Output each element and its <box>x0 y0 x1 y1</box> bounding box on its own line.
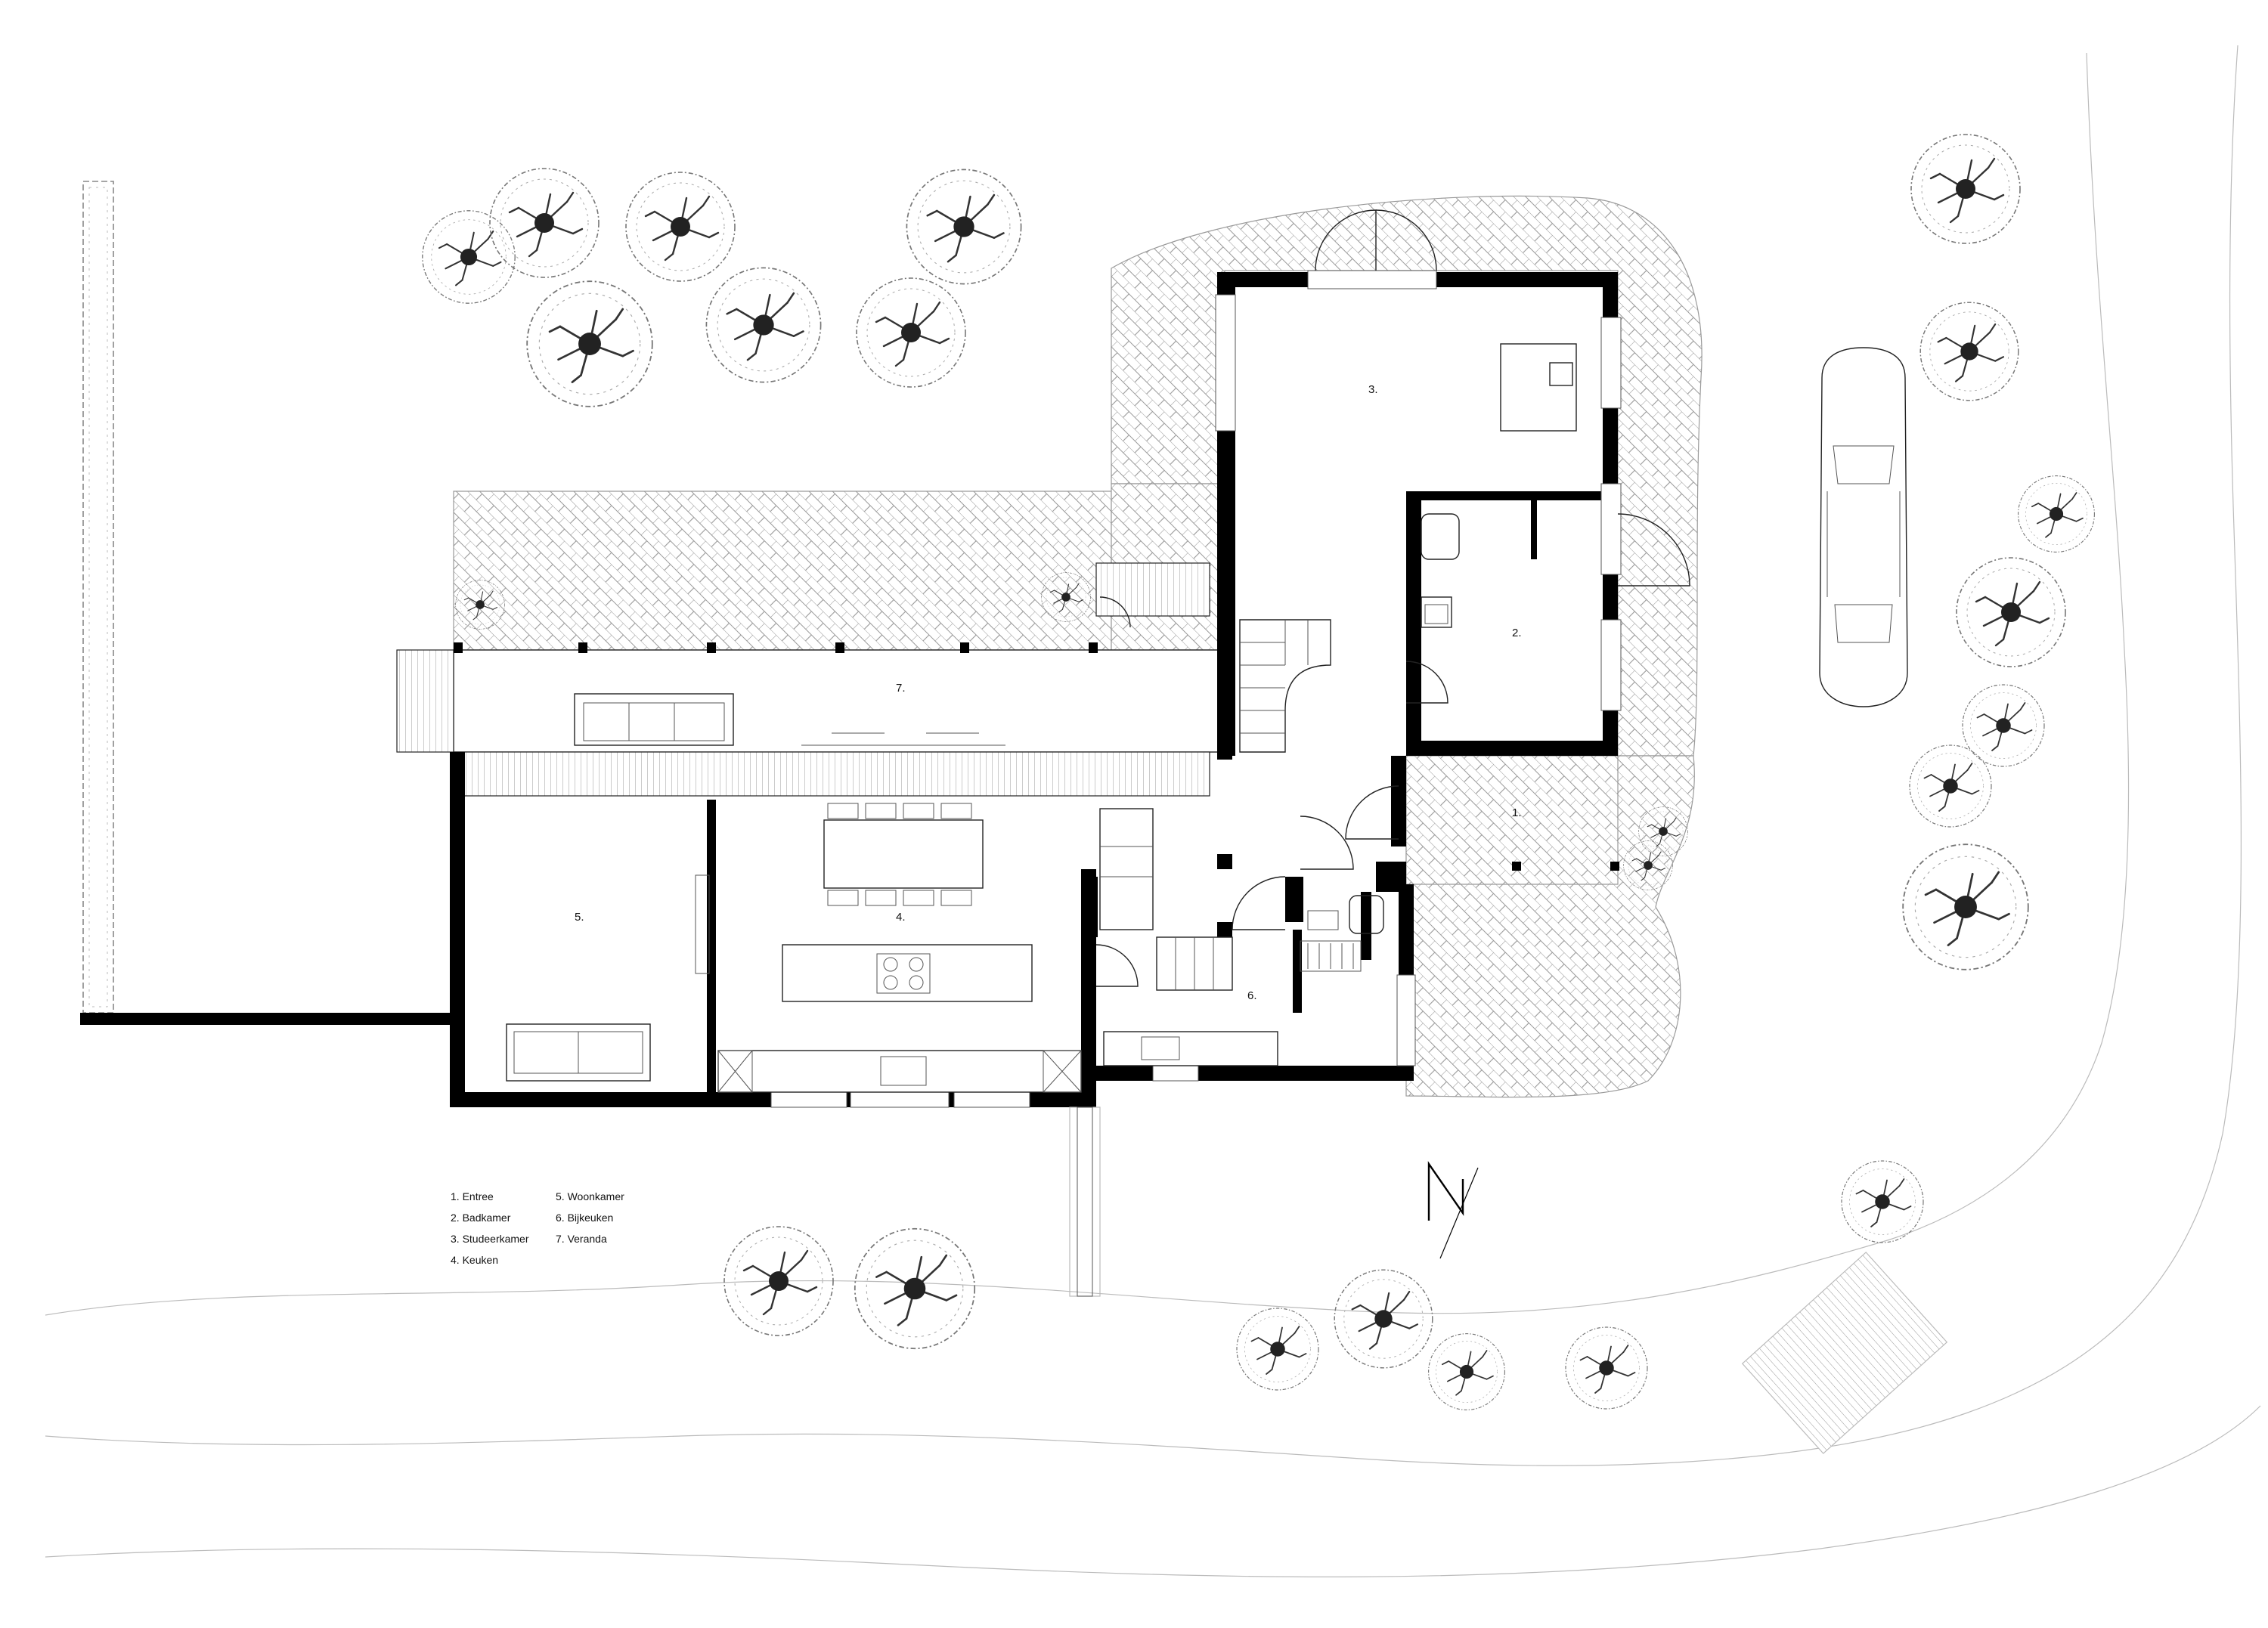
tree-icon <box>624 171 736 283</box>
tree-icon <box>1334 1269 1433 1369</box>
living-sofa <box>506 1023 651 1082</box>
windows <box>770 270 1622 1108</box>
garden-path <box>1069 1106 1948 1454</box>
tree-icon <box>705 267 822 383</box>
room-label-studeerkamer: 3. <box>1368 383 1378 396</box>
car-icon <box>1819 347 1908 707</box>
room-label-keuken: 4. <box>896 911 906 924</box>
tree-icon <box>2017 475 2096 553</box>
veranda-sofa <box>574 693 734 746</box>
room-label-bijkeuken: 6. <box>1247 989 1257 1002</box>
bathroom-fixtures <box>1307 513 1460 934</box>
legend-item: 2. Badkamer <box>451 1212 511 1224</box>
legend-item: 7. Veranda <box>556 1233 607 1245</box>
tree-icon <box>1955 556 2067 668</box>
legend: 1. Entree 2. Badkamer 3. Studeerkamer 4.… <box>451 1190 624 1266</box>
north-arrow-icon <box>1427 1161 1479 1259</box>
kitchen-furniture <box>695 803 1278 1093</box>
paving <box>453 195 1703 1098</box>
tree-icon <box>488 167 600 279</box>
tree-icon <box>1841 1160 1924 1243</box>
legend-item: 4. Keuken <box>451 1254 498 1266</box>
tree-icon <box>1565 1326 1648 1410</box>
tree-icon <box>1901 843 2030 971</box>
tree-icon <box>1427 1332 1506 1411</box>
tree-icon <box>1236 1308 1319 1391</box>
room-labels: 1. 2. 3. 4. 5. 6. 7. <box>575 383 1522 1002</box>
main-staircase <box>1239 619 1331 753</box>
tree-icon <box>1909 744 1992 828</box>
tree-icon <box>906 169 1022 285</box>
boundary-wall <box>80 1013 458 1025</box>
wardrobe <box>1300 940 1362 972</box>
veranda <box>396 562 1225 797</box>
site-lines <box>45 45 2261 1577</box>
tree-icon <box>855 277 967 388</box>
doors <box>1095 209 1690 987</box>
hedge <box>82 181 114 1014</box>
room-label-badkamer: 2. <box>1512 627 1522 639</box>
legend-item: 3. Studeerkamer <box>451 1233 529 1245</box>
kitchen-staircase <box>1099 808 1233 991</box>
tree-icon <box>854 1227 976 1350</box>
legend-item: 1. Entree <box>451 1190 494 1202</box>
tree-icon <box>1962 684 2045 767</box>
room-label-veranda: 7. <box>896 682 906 695</box>
room-label-woonkamer: 5. <box>575 911 584 924</box>
legend-item: 5. Woonkamer <box>556 1190 624 1202</box>
tree-icon <box>1910 133 2022 245</box>
desk <box>1500 343 1577 432</box>
tree-icon <box>525 280 654 408</box>
tree-icon <box>1919 302 2019 401</box>
room-label-entree: 1. <box>1512 806 1522 819</box>
legend-item: 6. Bijkeuken <box>556 1212 613 1224</box>
